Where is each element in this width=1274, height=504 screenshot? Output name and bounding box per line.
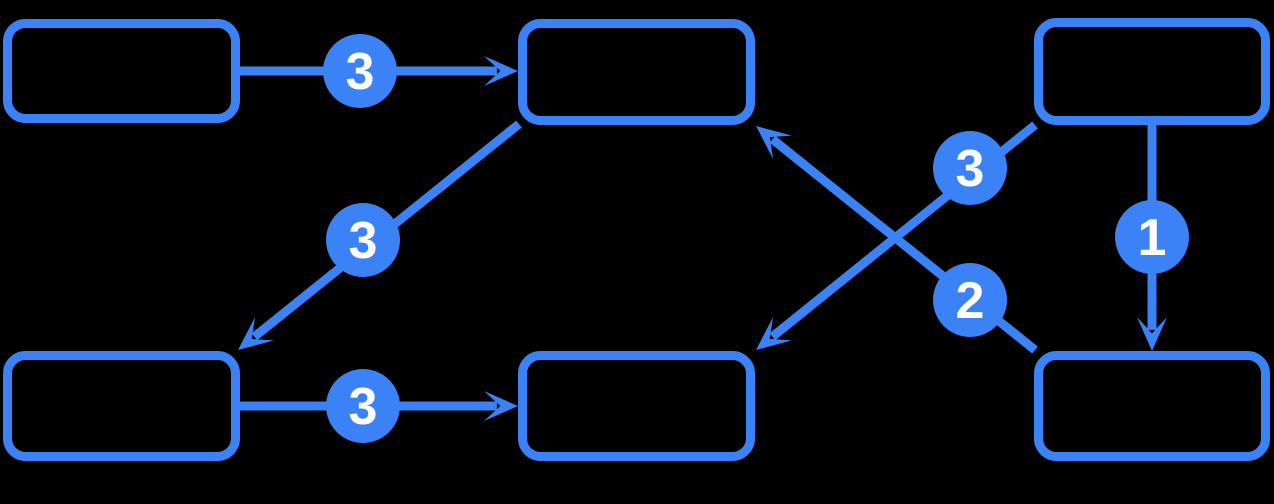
edge-tr-to-br-badge-circle[interactable] <box>1115 200 1189 274</box>
edge-tr-to-bm-arrowhead-icon <box>756 316 792 350</box>
edge-tl-to-tm-badge-label: 3 <box>346 43 375 101</box>
edge-tr-to-bm-badge-label: 3 <box>956 140 985 198</box>
node-top-left[interactable] <box>3 19 240 123</box>
edge-br-to-tm-badge-circle[interactable] <box>933 263 1007 337</box>
node-bottom-right-outline[interactable] <box>1034 351 1270 461</box>
node-bottom-middle[interactable] <box>518 351 755 461</box>
node-bottom-left[interactable] <box>3 351 240 461</box>
edge-tm-to-bl-arrowhead-icon <box>238 317 274 350</box>
edge-tm-to-bl-badge-circle[interactable] <box>326 203 400 277</box>
edge-tr-to-br-arrowhead-icon <box>1137 317 1167 351</box>
badges-layer: 3 3 3 3 2 1 <box>323 34 1189 443</box>
edge-tr-to-br-badge[interactable]: 1 <box>1115 200 1189 274</box>
node-bottom-left-outline[interactable] <box>3 351 240 461</box>
edge-tl-to-tm-badge-circle[interactable] <box>323 34 397 108</box>
edge-tr-to-bm-badge[interactable]: 3 <box>933 131 1007 205</box>
edge-tr-to-bm-badge-circle[interactable] <box>933 131 1007 205</box>
edge-bl-to-bm-arrowhead-icon <box>484 391 518 421</box>
node-top-middle[interactable] <box>518 19 755 125</box>
edge-tm-to-bl-badge-label: 3 <box>349 212 378 270</box>
nodes-layer <box>3 18 1270 461</box>
edge-tr-to-br-badge-label: 1 <box>1138 209 1167 267</box>
edge-br-to-tm-badge-label: 2 <box>956 272 985 330</box>
node-top-left-outline[interactable] <box>3 19 240 123</box>
edge-bl-to-bm-badge[interactable]: 3 <box>326 369 400 443</box>
edge-tl-to-tm-badge[interactable]: 3 <box>323 34 397 108</box>
node-top-right[interactable] <box>1034 18 1270 125</box>
edge-br-to-tm-arrowhead-icon <box>756 126 792 159</box>
edge-bl-to-bm-badge-circle[interactable] <box>326 369 400 443</box>
edge-tm-to-bl-badge[interactable]: 3 <box>326 203 400 277</box>
node-top-middle-outline[interactable] <box>518 19 755 125</box>
edge-tl-to-tm-arrowhead-icon <box>484 56 518 86</box>
node-top-right-outline[interactable] <box>1034 18 1270 125</box>
node-bottom-middle-outline[interactable] <box>518 351 755 461</box>
edge-bl-to-bm-badge-label: 3 <box>349 378 378 436</box>
edge-br-to-tm-badge[interactable]: 2 <box>933 263 1007 337</box>
node-bottom-right[interactable] <box>1034 351 1270 461</box>
